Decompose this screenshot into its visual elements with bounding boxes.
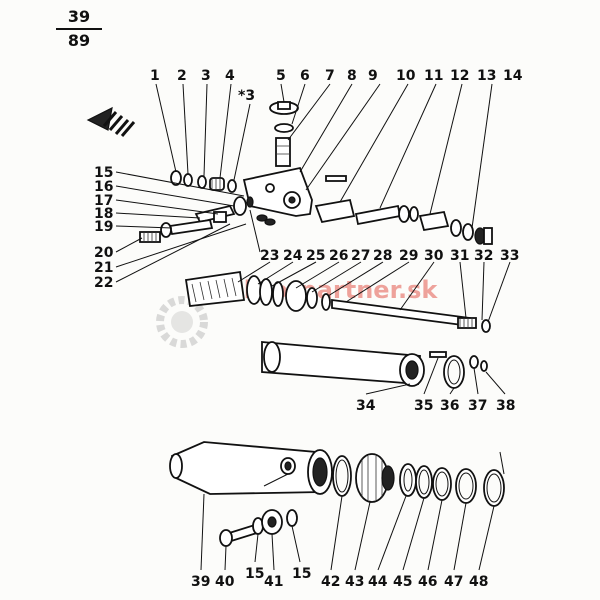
callout: 28 (373, 248, 392, 264)
callout: 21 (94, 260, 113, 276)
part-cylinder-tube (261, 341, 421, 385)
part-sleeve (314, 198, 356, 224)
callout: 22 (94, 275, 113, 291)
middle-assembly (184, 270, 491, 333)
fraction-bar (56, 28, 102, 30)
callout: 31 (450, 248, 469, 264)
callout: 35 (414, 398, 433, 414)
callout: 47 (444, 574, 463, 590)
callout: 2 (177, 68, 187, 84)
callout: 45 (393, 574, 412, 590)
part-bolt (429, 351, 447, 358)
callout: 11 (424, 68, 443, 84)
callout: 27 (351, 248, 370, 264)
callout: 48 (469, 574, 488, 590)
part-spring (209, 177, 225, 191)
part-pin (325, 175, 347, 182)
callout: 37 (468, 398, 487, 414)
top-assembly (139, 101, 493, 245)
callout: 13 (477, 68, 496, 84)
callout: *3 (238, 88, 255, 104)
callout: 12 (450, 68, 469, 84)
part-seal (285, 280, 307, 312)
watermark-gear-icon (156, 296, 208, 348)
callout: 23 (260, 248, 279, 264)
direction-arrow-icon (86, 106, 136, 137)
callout: 24 (283, 248, 303, 264)
callout: 33 (500, 248, 519, 264)
callout: 15 (292, 566, 311, 582)
callout: 29 (399, 248, 418, 264)
callout: 15 (245, 566, 264, 582)
page-total: 89 (67, 31, 91, 50)
part-ring (227, 179, 237, 193)
callout: 1 (150, 68, 160, 84)
part-shaft (354, 204, 402, 226)
callout: 18 (94, 206, 113, 222)
part-ring (183, 173, 193, 187)
callout: 41 (264, 574, 283, 590)
callouts-bottom: 39 40 15 41 15 42 43 44 45 46 47 48 (191, 566, 488, 590)
callouts-top: 1 2 3 4 *3 5 6 7 8 9 10 11 12 13 14 (150, 68, 523, 104)
callout: 38 (496, 398, 515, 414)
part-ring (462, 223, 474, 241)
callout: 3 (201, 68, 211, 84)
callout: 16 (94, 179, 113, 195)
callouts-left: 15 16 17 18 19 20 21 22 (94, 165, 114, 291)
part-washer (274, 123, 294, 133)
callout: 42 (321, 574, 340, 590)
page-fraction: 39 89 (56, 8, 102, 50)
callout: 46 (418, 574, 437, 590)
part-cylinder-body (170, 441, 324, 495)
callout: 19 (94, 219, 113, 235)
callout: 8 (347, 68, 357, 84)
callout: 43 (345, 574, 364, 590)
callout: 34 (356, 398, 376, 414)
bottom-assembly (169, 441, 505, 547)
callout: 14 (503, 68, 523, 84)
page-number: 39 (67, 7, 91, 26)
part-ring (197, 175, 207, 189)
part-ring (450, 219, 462, 237)
callout: 20 (94, 245, 114, 261)
part-valve-housing (242, 166, 313, 217)
callouts-lower: 34 35 36 37 38 (356, 398, 515, 414)
part-stem (275, 137, 291, 167)
part-piston-head (184, 270, 246, 307)
callout: 7 (325, 68, 335, 84)
part-bolt (168, 218, 214, 236)
callout: 9 (368, 68, 378, 84)
callout: 40 (215, 574, 235, 590)
callout: 30 (424, 248, 444, 264)
callout: 4 (225, 68, 235, 84)
callout: 44 (368, 574, 388, 590)
callouts-middle: 23 24 25 26 27 28 29 30 31 32 33 (260, 248, 519, 264)
lower-assembly (261, 341, 488, 389)
part-bushing (418, 210, 450, 232)
callout: 36 (440, 398, 459, 414)
callout: 32 (474, 248, 493, 264)
callout: 5 (276, 68, 286, 84)
callout: 10 (396, 68, 416, 84)
callout: 17 (94, 193, 113, 209)
callout: 39 (191, 574, 210, 590)
callout: 25 (306, 248, 325, 264)
callout: 26 (329, 248, 348, 264)
callout: 6 (300, 68, 310, 84)
leader-lines (115, 83, 511, 571)
callout: 15 (94, 165, 113, 181)
part-screw (139, 231, 161, 243)
